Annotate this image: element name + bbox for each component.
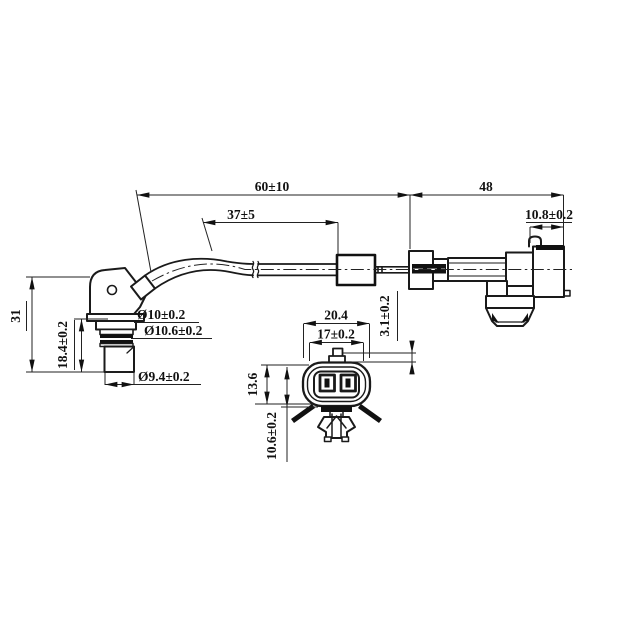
dimension-annotations: 60±10 37±5 48 10.8±0.2 31 [8, 179, 573, 462]
dim-tip-dia: Ø9.4±0.2 [104, 369, 201, 388]
dim-label-tip-length: 18.4±0.2 [55, 321, 70, 369]
connector-side-view [408, 235, 571, 327]
dim-flange-dia: Ø10±0.2 [134, 307, 199, 323]
dim-label-tab-height: 3.1±0.2 [377, 295, 392, 336]
dim-oring-dia: Ø10.6±0.2 [131, 323, 212, 339]
dim-label-latch-setback: 10.8±0.2 [525, 207, 573, 222]
dim-latch-setback: 10.8±0.2 [525, 207, 573, 243]
dim-label-connector-span: 48 [479, 179, 493, 194]
dim-label-tip-dia: Ø9.4±0.2 [138, 369, 190, 384]
dim-front-height: 13.6 [245, 364, 313, 405]
dim-label-front-width-outer: 20.4 [324, 308, 348, 323]
dim-label-sensor-height: 31 [8, 309, 23, 323]
connector-front-view [291, 347, 382, 443]
dim-label-front-width-inner: 17±0.2 [317, 327, 355, 342]
dim-connector-span: 48 [409, 179, 564, 249]
cable [144, 257, 338, 290]
dim-label-front-height: 13.6 [245, 372, 260, 396]
dim-cable-bend: 37±5 [201, 207, 339, 254]
dim-label-cable-bend: 37±5 [227, 207, 255, 222]
cable-centerline [151, 263, 572, 282]
dim-label-cable-total: 60±10 [255, 179, 290, 194]
dim-label-oring-dia: Ø10.6±0.2 [144, 323, 203, 338]
dim-front-width-inner: 17±0.2 [309, 327, 364, 361]
dim-front-width-outer: 20.4 [303, 308, 370, 358]
dim-sensor-height: 31 [8, 276, 129, 373]
dim-tip-length: 18.4±0.2 [55, 318, 108, 372]
dim-label-flange-dia: Ø10±0.2 [137, 307, 186, 322]
dim-cable-total: 60±10 [135, 179, 410, 273]
dim-label-front-lower-height: 10.6±0.2 [264, 412, 279, 460]
dim-front-lower-height: 10.6±0.2 [264, 367, 318, 462]
sensor-side-view [86, 267, 156, 373]
dim-tab-height: 3.1±0.2 [343, 291, 416, 375]
